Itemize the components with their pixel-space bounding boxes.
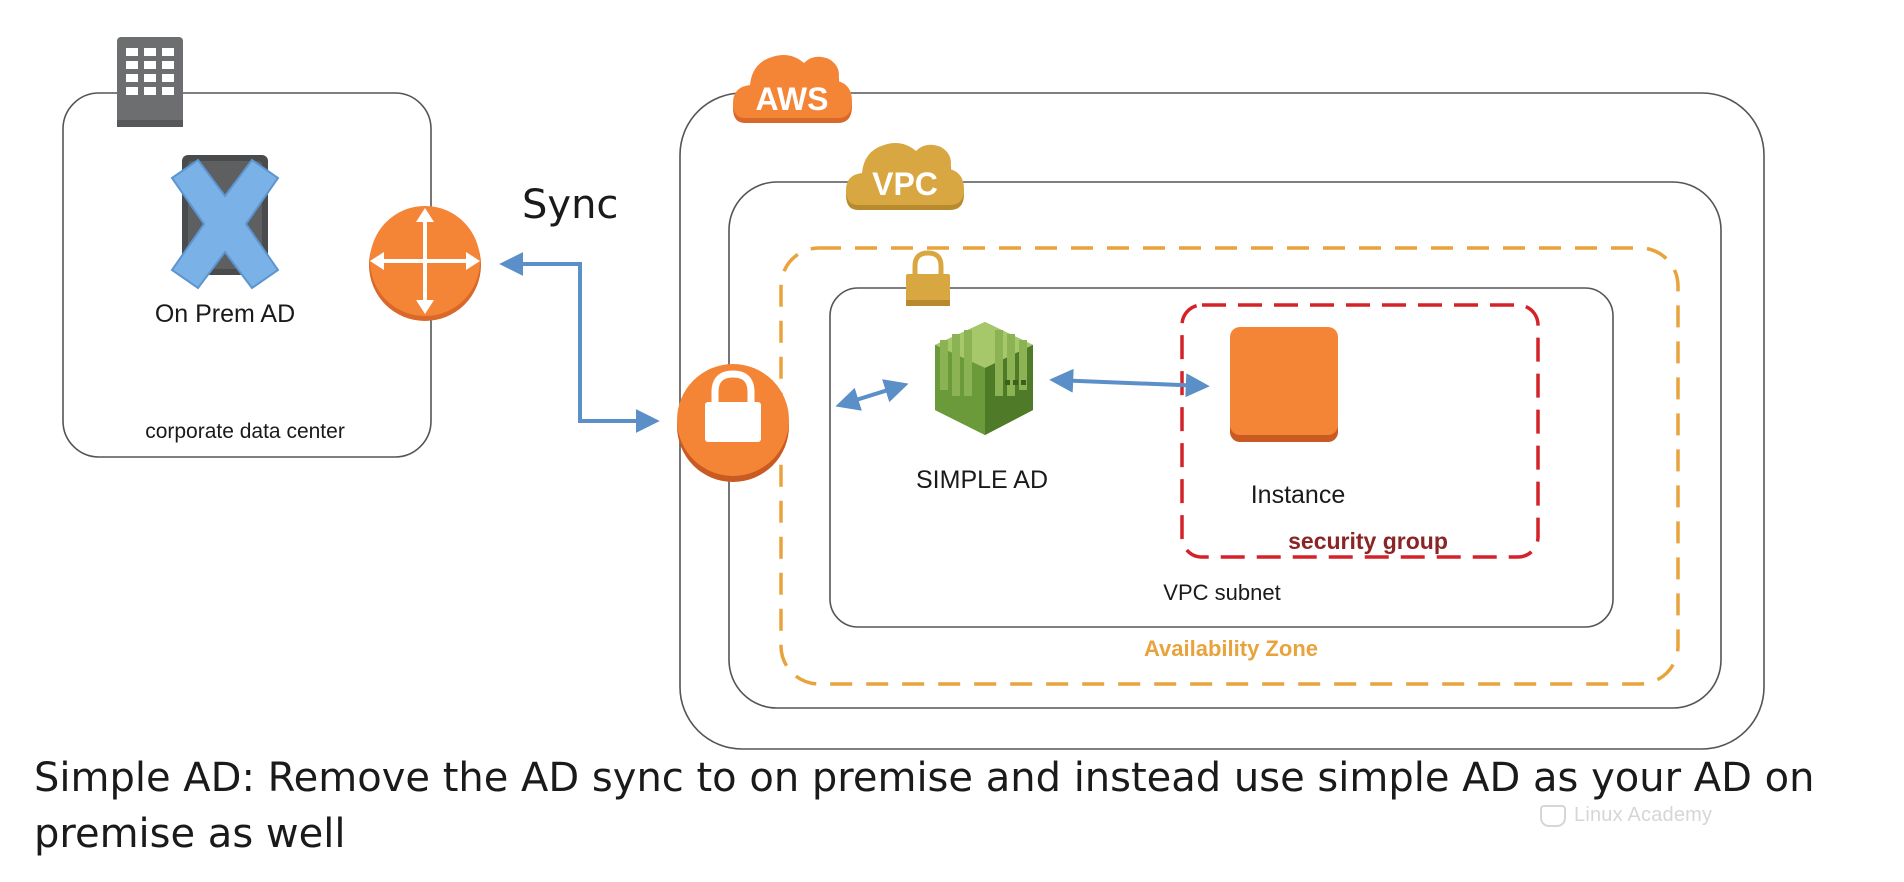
simple-ad-label: SIMPLE AD [916,466,1048,494]
simple-ad-icon [935,322,1033,435]
watermark-text: Linux Academy [1574,804,1713,826]
vpc-label: VPC [872,166,938,202]
x-mark-icon [170,158,280,290]
sync-arrow [499,252,660,433]
security-group-box [1180,303,1540,559]
availability-zone-label: Availability Zone [1144,636,1318,661]
padlock-icon [906,250,950,306]
vpc-box [728,181,1722,709]
security-group-label: security group [1288,528,1448,554]
instance-label: Instance [1251,481,1346,509]
availability-zone-box [779,246,1680,686]
vpc-subnet-box [829,287,1614,628]
simple-ad-instance-arrow [1049,368,1210,398]
gateway-simple-ad-arrow [835,379,909,411]
watermark: Linux Academy [1540,804,1712,827]
corporate-data-center-label: corporate data center [145,420,345,443]
vpc-subnet-label: VPC subnet [1163,580,1280,605]
sync-label: Sync [522,182,618,228]
caption: Simple AD: Remove the AD sync to on prem… [34,750,1834,862]
instance-icon [1230,327,1338,442]
on-prem-ad-label: On Prem AD [155,300,295,328]
linux-academy-logo-icon [1540,804,1566,827]
vpn-gateway-icon [677,364,789,482]
aws-label: AWS [756,81,829,117]
building-icon [117,37,183,127]
router-icon [369,206,481,321]
aws-cloud-icon: AWS [733,55,852,123]
vpc-cloud-icon: VPC [846,143,964,210]
caption-line-1: Simple AD: Remove the AD sync to on prem… [34,755,1815,801]
caption-line-2: premise as well [34,811,346,857]
